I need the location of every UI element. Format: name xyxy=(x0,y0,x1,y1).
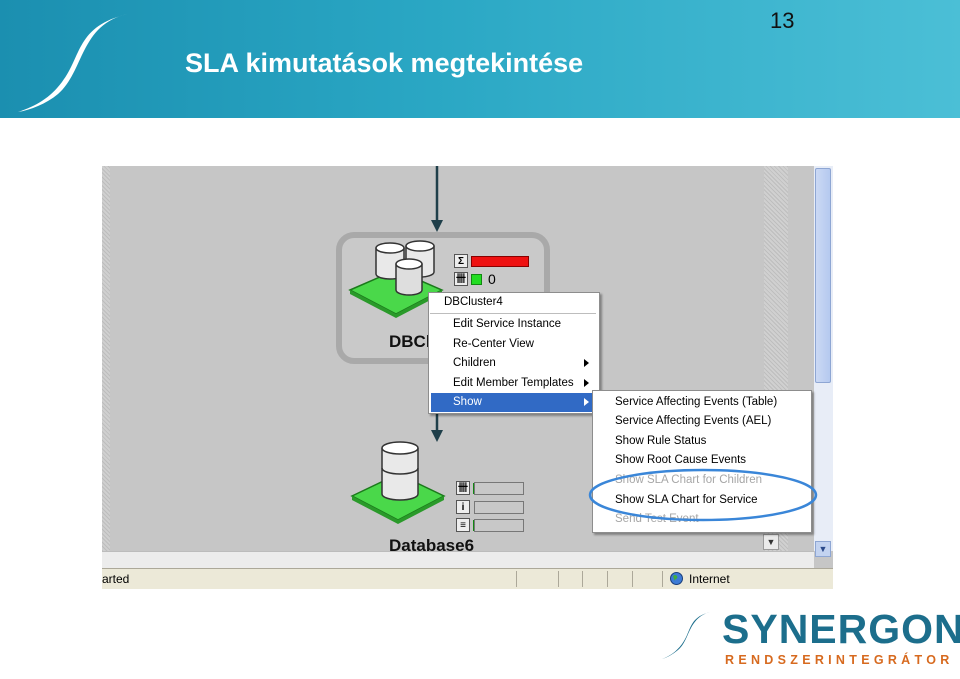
tally-icon: 卌 xyxy=(454,272,468,286)
status-led xyxy=(471,273,482,285)
statusbar-divider xyxy=(582,571,583,587)
synergon-swoosh-icon xyxy=(662,612,710,659)
statusbar-divider xyxy=(662,571,663,587)
submenu-item-show-sla-chart-children: Show SLA Chart for Children xyxy=(615,474,763,486)
info-icon: i xyxy=(456,500,470,514)
logo-name: SYNERGON xyxy=(722,606,960,652)
database-info-status: i xyxy=(456,500,470,514)
database-cluster-icon[interactable] xyxy=(346,236,446,324)
statusbar-divider xyxy=(516,571,517,587)
submenu-item-service-affecting-events-ael[interactable]: Service Affecting Events (AEL) xyxy=(615,415,772,427)
submenu-arrow-icon xyxy=(584,398,589,406)
show-submenu: Service Affecting Events (Table) Service… xyxy=(592,390,812,533)
menu-item-label: Show xyxy=(453,396,482,408)
context-menu-title: DBCluster4 xyxy=(444,296,503,308)
globe-icon xyxy=(670,572,683,585)
status-field xyxy=(474,482,524,495)
cluster-count-status: 卌 0 xyxy=(454,271,496,287)
context-menu: DBCluster4 Edit Service Instance Re-Cent… xyxy=(428,292,600,414)
scroll-down-arrow-icon[interactable]: ▼ xyxy=(815,541,831,557)
browser-statusbar: arted Internet xyxy=(102,568,833,589)
slide-title: SLA kimutatások megtekintése xyxy=(185,48,584,78)
sigma-icon: Σ xyxy=(454,254,468,268)
menu-item-show[interactable]: Show xyxy=(431,393,595,412)
scrollbar-thumb[interactable] xyxy=(815,168,831,383)
menu-item-label: Children xyxy=(453,357,496,369)
submenu-item-show-sla-chart-service[interactable]: Show SLA Chart for Service xyxy=(615,494,758,506)
menu-item-edit-service-instance[interactable]: Edit Service Instance xyxy=(453,318,562,330)
logo-tagline: RENDSZERINTEGRÁTOR xyxy=(725,653,954,667)
canvas-left-edge xyxy=(102,166,110,551)
connector-arrow-bottom xyxy=(431,412,443,442)
page-number: 13 xyxy=(770,8,795,33)
menu-item-re-center-view[interactable]: Re-Center View xyxy=(453,338,534,350)
tally-icon: 卌 xyxy=(456,481,470,495)
cluster-count-value: 0 xyxy=(488,271,496,287)
critical-status-bar xyxy=(471,255,529,267)
statusbar-divider xyxy=(558,571,559,587)
menu-item-label: Edit Member Templates xyxy=(453,377,574,389)
submenu-arrow-icon xyxy=(584,359,589,367)
scroll-down-arrow-icon[interactable]: ▼ xyxy=(763,534,779,550)
swoosh-logo-icon xyxy=(18,14,128,112)
menu-item-edit-member-templates[interactable]: Edit Member Templates xyxy=(431,374,595,393)
status-text: arted xyxy=(102,572,130,586)
cluster-sigma-status: Σ xyxy=(454,254,529,268)
highlight-ellipse xyxy=(588,468,818,522)
cluster-node-label: DBCl xyxy=(389,332,431,351)
menu-item-children[interactable]: Children xyxy=(431,354,595,373)
list-icon: ≡ xyxy=(456,518,470,532)
submenu-arrow-icon xyxy=(584,379,589,387)
statusbar-divider xyxy=(632,571,633,587)
database-node-label: Database6 xyxy=(389,536,475,555)
database-icon[interactable] xyxy=(348,438,448,530)
submenu-item-show-rule-status[interactable]: Show Rule Status xyxy=(615,435,707,447)
vertical-scrollbar[interactable]: ▼ xyxy=(814,166,833,557)
slide-header: SLA kimutatások megtekintése 13 xyxy=(0,0,960,118)
statusbar-divider xyxy=(607,571,608,587)
connector-arrow-top xyxy=(431,166,443,232)
status-field xyxy=(474,519,524,532)
horizontal-scrollbar[interactable] xyxy=(102,551,814,569)
submenu-item-service-affecting-events-table[interactable]: Service Affecting Events (Table) xyxy=(615,396,778,408)
security-zone-text: Internet xyxy=(689,572,730,586)
submenu-item-show-root-cause-events[interactable]: Show Root Cause Events xyxy=(615,454,747,466)
menu-separator xyxy=(430,313,596,314)
status-field xyxy=(474,501,524,514)
